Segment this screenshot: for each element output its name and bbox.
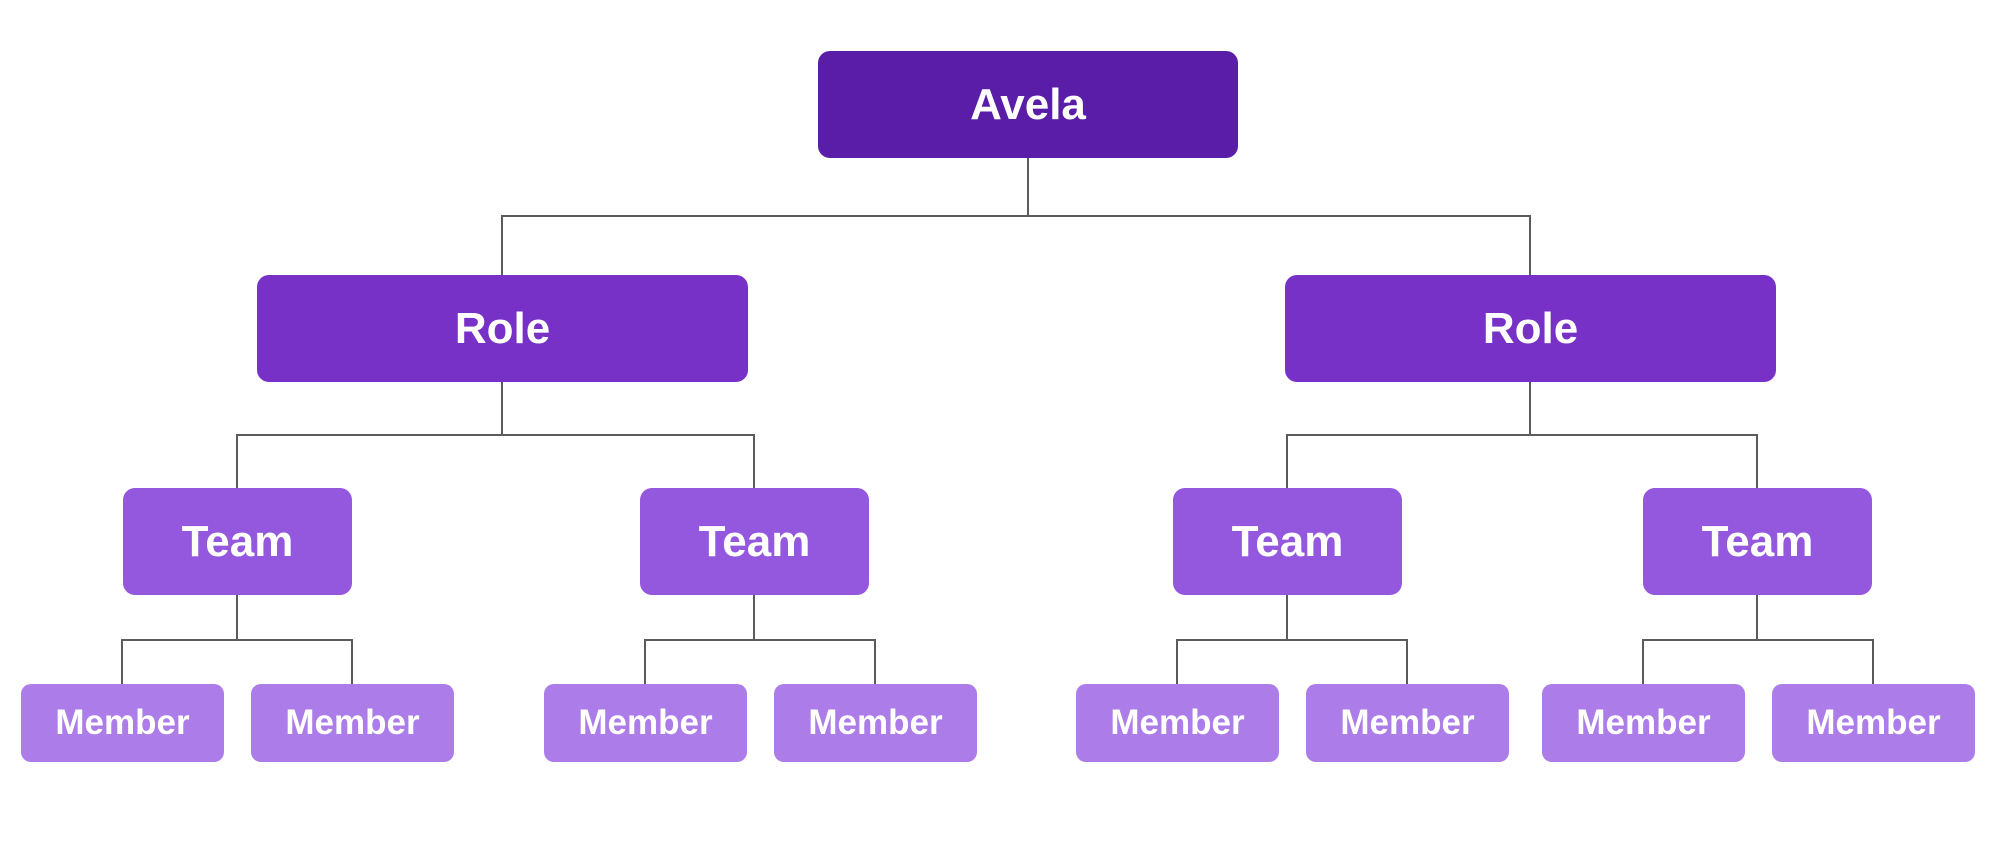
role-node: Role (1285, 275, 1776, 382)
member-node: Member (544, 684, 747, 762)
team-node: Team (1643, 488, 1872, 595)
member-node: Member (251, 684, 454, 762)
member-node: Member (774, 684, 977, 762)
member-node: Member (1542, 684, 1745, 762)
role-node: Role (257, 275, 748, 382)
root-node: Avela (818, 51, 1238, 158)
member-node: Member (1306, 684, 1509, 762)
team-node: Team (123, 488, 352, 595)
team-node: Team (1173, 488, 1402, 595)
team-node: Team (640, 488, 869, 595)
member-node: Member (1772, 684, 1975, 762)
member-node: Member (1076, 684, 1279, 762)
member-node: Member (21, 684, 224, 762)
